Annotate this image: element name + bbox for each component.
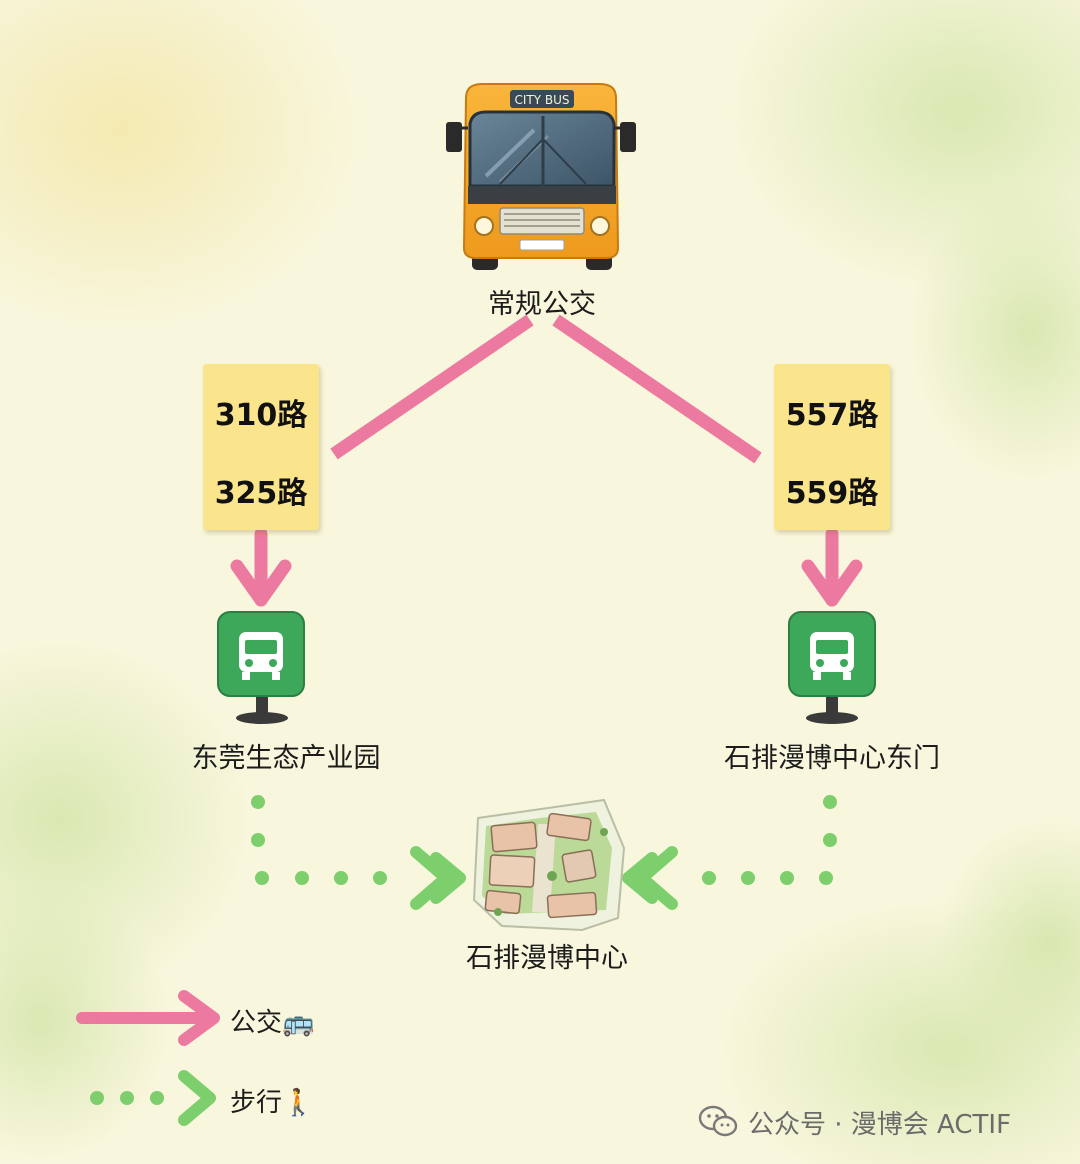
walk-arrow-left: [410, 846, 466, 910]
walk-path-left: [251, 795, 387, 885]
wechat-icon: [698, 1105, 738, 1137]
right-bus-stop-icon: [788, 611, 876, 724]
left-down-arrow: [230, 527, 292, 607]
legend-walk-arrow: [90, 1070, 216, 1126]
left-stop-label: 东莞生态产业园: [191, 743, 381, 774]
right-stop-label: 石排漫博中心东门: [724, 743, 940, 774]
legend-walk-label: 步行🚶: [230, 1088, 315, 1118]
walk-path-right: [702, 795, 837, 885]
walk-arrow-right: [622, 846, 678, 910]
legend-bus-arrow: [76, 990, 220, 1046]
hub-label: 常规公交: [488, 289, 596, 320]
destination-label: 石排漫博中心: [466, 943, 628, 974]
route-label: 557路: [785, 398, 879, 433]
watermark-text: 公众号 · 漫博会 ACTIF: [748, 1109, 1012, 1140]
bus-sign-text: CITY BUS: [514, 93, 569, 107]
route-label: 310路: [214, 398, 308, 433]
bus-line-left: [330, 314, 534, 460]
route-label: 559路: [785, 476, 879, 511]
watermark: 公众号 · 漫博会 ACTIF: [698, 1102, 1011, 1142]
legend-bus-label: 公交🚌: [230, 1008, 315, 1038]
route-label: 325路: [214, 476, 308, 511]
right-routes-note: 557路 559路: [774, 364, 890, 530]
destination-complex-icon: [472, 798, 626, 932]
left-routes-note: 310路 325路: [203, 364, 319, 530]
bus-icon: CITY BUS: [446, 83, 636, 270]
bus-line-right: [552, 314, 762, 464]
left-bus-stop-icon: [217, 611, 305, 724]
right-down-arrow: [801, 527, 863, 607]
